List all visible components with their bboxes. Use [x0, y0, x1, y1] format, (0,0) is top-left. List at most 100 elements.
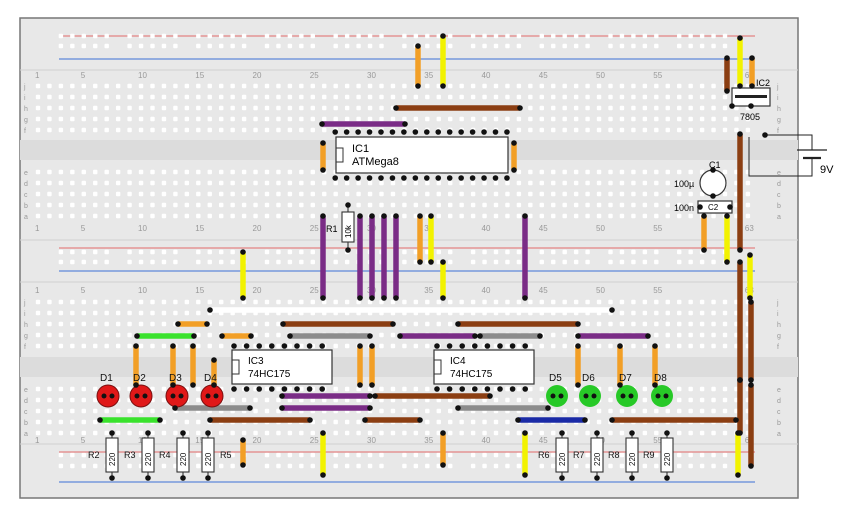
hole [677, 213, 682, 219]
hole [115, 310, 121, 316]
hole [93, 105, 98, 111]
hole [619, 463, 625, 469]
solder-pad [737, 259, 743, 265]
hole [528, 94, 533, 100]
hole [436, 299, 441, 305]
hole [608, 43, 613, 49]
hole [127, 343, 132, 349]
hole [551, 259, 556, 265]
hole [677, 116, 682, 122]
solder-pad [417, 213, 423, 219]
solder-pad [109, 475, 115, 481]
hole [241, 43, 247, 49]
hole [448, 408, 453, 414]
hole [390, 116, 396, 122]
solder-pad [652, 382, 658, 388]
hole [562, 83, 567, 89]
row-letter: j [23, 300, 26, 307]
bottom-col-number: 55 [653, 436, 662, 445]
hole [367, 386, 373, 392]
hole [745, 116, 751, 122]
hole [470, 202, 476, 208]
hole [654, 191, 659, 197]
led-body [651, 385, 673, 407]
solder-pad [511, 167, 517, 173]
hole [230, 191, 235, 197]
hole [596, 169, 602, 175]
hole [367, 94, 373, 100]
hole [81, 310, 86, 316]
solder-pad [446, 175, 453, 181]
resistor-ref: R8 [608, 450, 620, 460]
hole [276, 169, 281, 175]
hole [379, 94, 384, 100]
hole [516, 127, 522, 133]
row-letter: a [24, 214, 28, 221]
hole [654, 452, 659, 458]
solder-pad [190, 343, 196, 349]
hole [551, 180, 556, 186]
solder-pad [701, 247, 707, 253]
hole [47, 191, 52, 197]
mid-b-col-number: 50 [596, 286, 605, 295]
hole [138, 249, 144, 255]
hole [516, 386, 522, 392]
hole [93, 249, 98, 255]
hole [711, 430, 716, 436]
hole [276, 430, 281, 436]
hole [35, 213, 41, 219]
solder-pad [170, 343, 176, 349]
resistor-ref: R4 [159, 450, 171, 460]
resistor-body [625, 437, 639, 473]
hole [299, 397, 304, 403]
solder-pad [367, 393, 373, 399]
hole [402, 343, 407, 349]
hole [58, 94, 64, 100]
solder-pad [205, 475, 211, 481]
hole [436, 321, 441, 327]
hole [677, 180, 682, 186]
hole [173, 33, 178, 39]
hole [356, 43, 361, 49]
hole [104, 310, 109, 316]
hole [425, 452, 430, 458]
solder-pad [211, 382, 217, 388]
hole [619, 452, 625, 458]
hole [161, 463, 167, 469]
hole [413, 191, 419, 197]
hole [219, 299, 224, 305]
ic3-ref: IC3 [248, 356, 264, 367]
hole [253, 105, 258, 111]
hole [58, 386, 64, 392]
hole [619, 310, 625, 316]
hole [642, 83, 648, 89]
hole [459, 202, 464, 208]
hole [333, 202, 338, 208]
hole [677, 249, 682, 255]
hole [115, 105, 121, 111]
hole [711, 343, 716, 349]
hole [356, 299, 361, 305]
hole [70, 202, 75, 208]
top-col-number: 30 [367, 71, 376, 80]
hole [367, 452, 373, 458]
hole [654, 33, 659, 39]
hole [516, 202, 522, 208]
led-pin [663, 393, 669, 399]
solder-pad [355, 175, 361, 181]
solder-pad [629, 475, 635, 481]
hole [654, 127, 659, 133]
hole [413, 94, 419, 100]
hole [127, 191, 132, 197]
hole [127, 452, 132, 458]
hole [299, 452, 304, 458]
hole [264, 430, 270, 436]
hole [745, 127, 751, 133]
row-letter: g [24, 333, 28, 340]
hole [470, 419, 476, 425]
hole [470, 43, 476, 49]
hole [470, 116, 476, 122]
hole [573, 180, 579, 186]
